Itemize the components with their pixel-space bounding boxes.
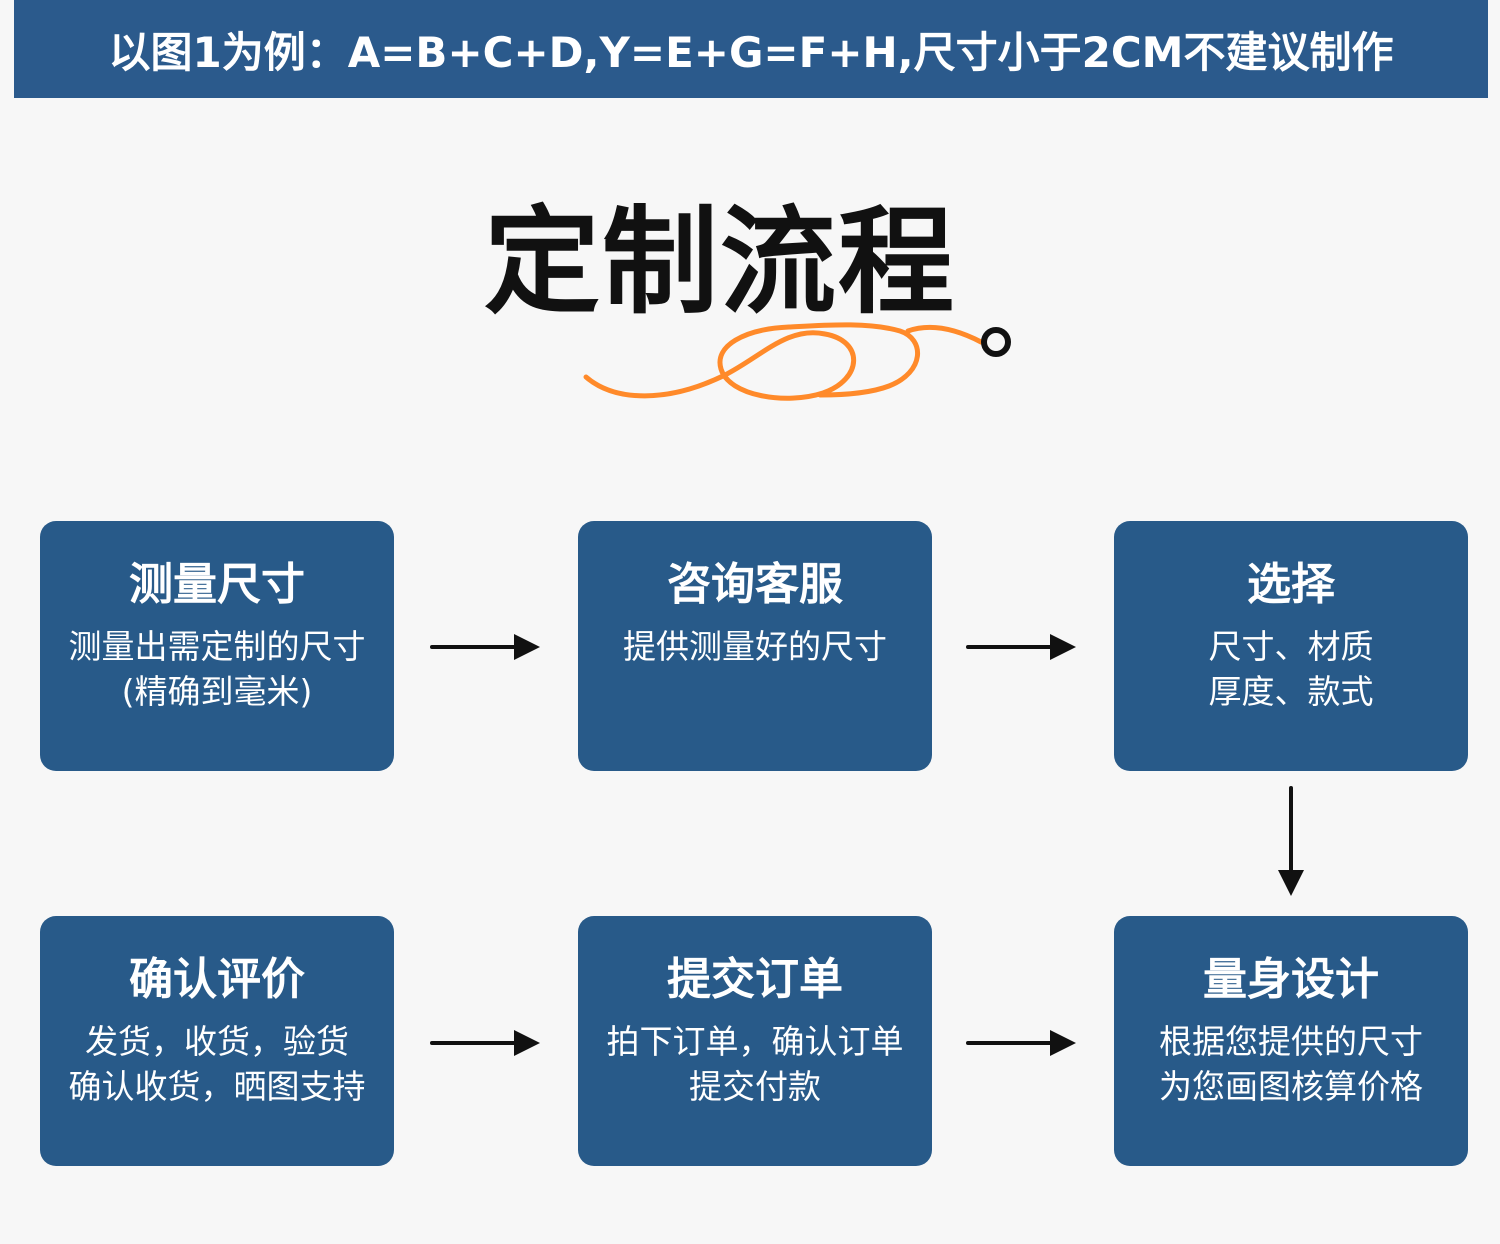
step-desc-line: 提交付款 [689, 1066, 821, 1106]
step-card-consult-service: 咨询客服 提供测量好的尺寸 [578, 521, 932, 771]
step-card-submit-order: 提交订单 拍下订单，确认订单 提交付款 [578, 916, 932, 1166]
step-title-confirm-review: 确认评价 [129, 954, 305, 1005]
step-card-confirm-review: 确认评价 发货，收货，验货 确认收货，晒图支持 [40, 916, 394, 1166]
title-end-circle [981, 327, 1011, 357]
banner-text: 以图1为例：A=B+C+D,Y=E+G=F+H,尺寸小于2CM不建议制作 [108, 27, 1394, 77]
top-instruction-banner: 以图1为例：A=B+C+D,Y=E+G=F+H,尺寸小于2CM不建议制作 [14, 0, 1488, 98]
step-desc-submit-order: 拍下订单，确认订单 提交付款 [578, 1020, 932, 1109]
step-title-consult-service: 咨询客服 [667, 559, 843, 610]
step-title-measure-size: 测量尺寸 [129, 559, 305, 610]
step-desc-line: (精确到毫米) [121, 671, 313, 711]
step-desc-confirm-review: 发货，收货，验货 确认收货，晒图支持 [40, 1020, 394, 1109]
step-title-choose: 选择 [1247, 559, 1335, 610]
step-card-custom-design: 量身设计 根据您提供的尺寸 为您画图核算价格 [1114, 916, 1468, 1166]
step-title-custom-design: 量身设计 [1203, 954, 1379, 1005]
step-title-submit-order: 提交订单 [667, 954, 843, 1005]
step-desc-line: 根据您提供的尺寸 [1159, 1022, 1423, 1062]
arrow-right-icon [430, 634, 540, 660]
step-desc-line: 确认收货，晒图支持 [68, 1066, 366, 1106]
process-title: 定制流程 [484, 195, 956, 330]
process-title-group: 定制流程 [470, 205, 1030, 410]
arrow-right-icon [430, 1030, 540, 1056]
step-desc-choose: 尺寸、材质 厚度、款式 [1114, 625, 1468, 714]
step-desc-line: 为您画图核算价格 [1159, 1066, 1423, 1106]
step-desc-line: 发货，收货，验货 [85, 1022, 349, 1062]
step-desc-line: 厚度、款式 [1208, 671, 1374, 711]
step-desc-custom-design: 根据您提供的尺寸 为您画图核算价格 [1114, 1020, 1468, 1109]
title-underline-wave [583, 322, 920, 401]
step-desc-line: 提供测量好的尺寸 [623, 627, 887, 667]
step-card-choose: 选择 尺寸、材质 厚度、款式 [1114, 521, 1468, 771]
arrow-down-icon [1278, 786, 1304, 896]
step-desc-line: 尺寸、材质 [1208, 627, 1374, 667]
step-desc-consult-service: 提供测量好的尺寸 [578, 625, 932, 670]
arrow-right-icon [966, 1030, 1076, 1056]
step-desc-line: 拍下订单，确认订单 [606, 1022, 904, 1062]
step-card-measure-size: 测量尺寸 测量出需定制的尺寸 (精确到毫米) [40, 521, 394, 771]
arrow-right-icon [966, 634, 1076, 660]
step-desc-measure-size: 测量出需定制的尺寸 (精确到毫米) [40, 625, 394, 714]
step-desc-line: 测量出需定制的尺寸 [68, 627, 366, 667]
